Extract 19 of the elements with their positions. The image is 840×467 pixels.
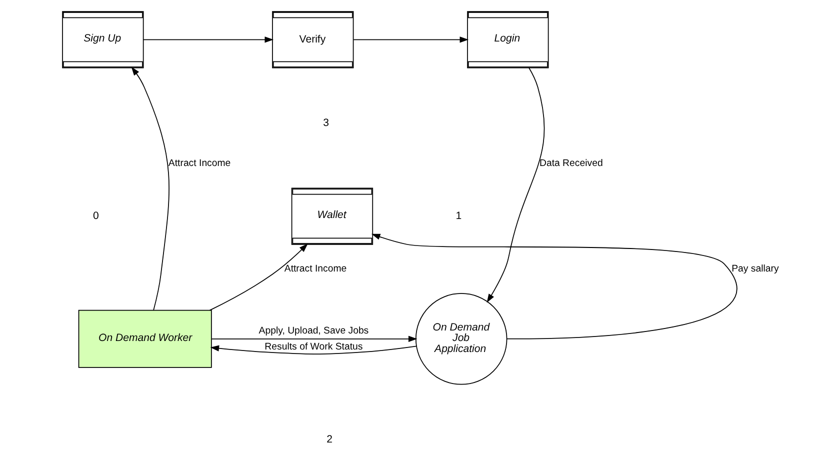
edge-label: Pay sallary — [731, 263, 778, 274]
arrow — [352, 36, 468, 43]
arrow — [210, 345, 416, 354]
node-box: On Demand Worker — [78, 310, 212, 368]
label: 0 — [92, 210, 98, 222]
label: 1 — [455, 210, 462, 222]
arrow — [142, 36, 274, 43]
label: 2 — [326, 433, 332, 446]
edge-label: Attract Income — [284, 263, 346, 274]
label: 3 — [322, 116, 328, 129]
arrow — [208, 244, 308, 311]
edge-label: Results of Work Status — [264, 341, 362, 352]
edge-label: Apply, Upload, Save Jobs — [258, 325, 368, 336]
arrow — [210, 336, 417, 342]
arrow — [486, 67, 544, 303]
edge-label: Attract Income — [168, 158, 230, 170]
arrow — [370, 234, 736, 340]
edge-label: Data Received — [538, 158, 602, 170]
arrow — [130, 66, 169, 311]
